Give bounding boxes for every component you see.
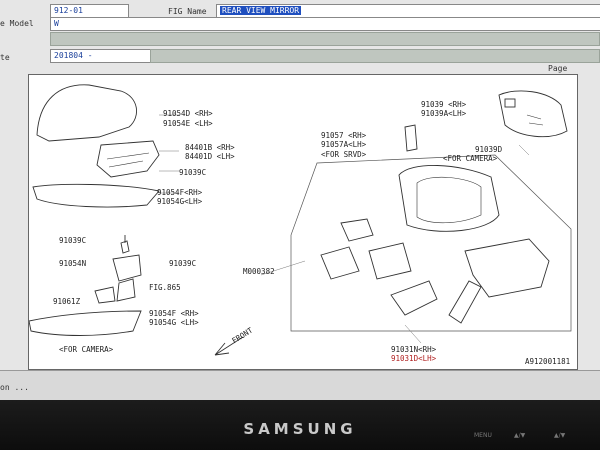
lower-garnish-camera-shape [29, 310, 142, 336]
part-label[interactable]: 91039C [59, 236, 87, 245]
figure-id: A912001181 [525, 357, 571, 366]
date-field[interactable]: 201804 - [50, 49, 151, 63]
part-label[interactable]: 91057A<LH> [321, 140, 367, 149]
monitor-brand-logo: SAMSUNG [243, 420, 357, 438]
part-label[interactable]: 91054G <LH> [149, 318, 199, 327]
diagram-drawing [29, 84, 572, 356]
part-label[interactable]: 84401B <RH> [185, 143, 235, 152]
date-label: te [0, 53, 10, 62]
mirror-housing-shape [398, 165, 500, 232]
part-label[interactable]: <FOR CAMERA> [443, 154, 498, 163]
fig-name-label: FIG Name [168, 7, 207, 16]
part-label[interactable]: M000382 [243, 267, 275, 276]
monitor-bezel [0, 400, 600, 450]
part-label-selected[interactable]: 91031D<LH> [391, 354, 437, 363]
monitor-nav-button[interactable]: ▲/▼ [554, 432, 566, 439]
header-strip [50, 32, 600, 46]
part-label[interactable]: 91031N<RH> [391, 345, 437, 354]
part-label[interactable]: <FOR SRVD> [321, 150, 367, 159]
model-label: e Model [0, 19, 34, 28]
mirror-cover-shape [36, 84, 137, 142]
part-label[interactable]: 91057 <RH> [321, 131, 367, 140]
catalog-code-field[interactable]: 912-01 [50, 4, 129, 18]
part-label[interactable]: 91054F<RH> [157, 188, 203, 197]
assembly-outline [290, 154, 572, 332]
part-label[interactable]: 91054F <RH> [149, 309, 199, 318]
turn-lamp-shape [96, 140, 160, 178]
fig-name-field[interactable]: REAR VIEW MIRROR [216, 4, 600, 18]
part-label[interactable]: 91054E <LH> [163, 119, 213, 128]
fig-name-value: REAR VIEW MIRROR [220, 6, 302, 15]
camera-unit-shape [404, 124, 418, 152]
date-strip [150, 49, 600, 63]
parts-catalog-window: 912-01 FIG Name REAR VIEW MIRROR e Model… [0, 0, 600, 400]
part-label[interactable]: 91039 <RH> [421, 100, 467, 109]
monitor-menu-button[interactable]: MENU [474, 432, 492, 439]
status-text: on ... [0, 383, 29, 392]
part-label[interactable]: 91054D <RH> [163, 109, 213, 118]
status-bar: on ... [0, 370, 600, 400]
page-label: Page [548, 64, 568, 73]
part-label[interactable]: 91039A<LH> [421, 109, 467, 118]
parts-diagram: 91054D <RH> 91054E <LH> 84401B <RH> 8440… [28, 74, 578, 370]
monitor-nav-button[interactable]: ▲/▼ [514, 432, 526, 439]
part-label[interactable]: 91039C [179, 168, 207, 177]
part-label[interactable]: <FOR CAMERA> [59, 345, 114, 354]
lower-cover-shape [32, 183, 160, 208]
part-label[interactable]: 84401D <LH> [185, 152, 235, 161]
part-label[interactable]: 91039D [475, 145, 503, 154]
front-arrow-shape [214, 336, 244, 356]
part-label[interactable]: 91061Z [53, 297, 81, 306]
part-label[interactable]: 91039C [169, 259, 197, 268]
part-label[interactable]: 91054N [59, 259, 87, 268]
model-field[interactable]: W [50, 17, 600, 31]
part-label[interactable]: 91054G<LH> [157, 197, 203, 206]
part-label[interactable]: FIG.865 [149, 283, 181, 292]
mirror-glass-shape [498, 90, 568, 138]
